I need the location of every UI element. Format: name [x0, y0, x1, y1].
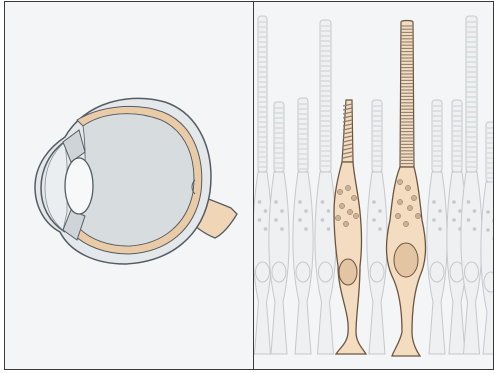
background-granule: [327, 209, 331, 213]
cone-granule: [397, 179, 402, 184]
eye-lens: [65, 158, 93, 214]
background-granule: [486, 210, 490, 214]
background-granule: [452, 200, 456, 204]
background-photoreceptor: [254, 16, 272, 354]
rod-granule: [337, 189, 342, 194]
background-granule: [452, 218, 456, 222]
background-granule: [304, 209, 308, 213]
cone-granule: [395, 213, 400, 218]
rod-granule: [353, 213, 358, 218]
background-cell-body: [293, 172, 313, 354]
background-granule: [473, 227, 477, 231]
background-cells: [254, 16, 494, 354]
rod-granule: [345, 185, 350, 190]
background-granule: [432, 218, 436, 222]
background-outer-segment: [274, 102, 284, 172]
background-photoreceptor: [315, 20, 336, 354]
background-granule: [473, 209, 477, 213]
background-granule: [467, 200, 471, 204]
cone-granule: [397, 199, 402, 204]
background-granule: [432, 200, 436, 204]
cone-granule: [405, 185, 410, 190]
rod-granule: [335, 215, 340, 220]
background-granule: [321, 200, 325, 204]
background-granule: [467, 218, 471, 222]
background-granule: [298, 218, 302, 222]
cone-granule: [407, 205, 412, 210]
rod-granule: [343, 221, 348, 226]
background-granule: [372, 200, 376, 204]
rod-granule: [351, 195, 356, 200]
background-photoreceptor: [481, 122, 494, 354]
background-granule: [274, 218, 278, 222]
cone-granule: [415, 213, 420, 218]
highlighted-cone-cell: [387, 21, 426, 357]
background-granule: [327, 227, 331, 231]
rod-nucleus: [339, 259, 357, 285]
background-cell-body: [367, 172, 387, 354]
background-granule: [378, 227, 382, 231]
background-photoreceptor: [427, 100, 447, 354]
background-cell-body: [427, 172, 447, 354]
background-granule: [378, 209, 382, 213]
background-photoreceptor: [269, 102, 289, 354]
cone-granule: [403, 221, 408, 226]
rod-granule: [339, 203, 344, 208]
cone-granule: [411, 195, 416, 200]
background-granule: [264, 209, 268, 213]
background-granule: [258, 200, 262, 204]
eye-diagram: [5, 2, 255, 370]
background-cell-body: [269, 172, 289, 354]
background-granule: [372, 218, 376, 222]
background-photoreceptor: [367, 100, 387, 354]
background-granule: [438, 227, 442, 231]
background-outer-segment: [466, 16, 477, 172]
background-granule: [258, 218, 262, 222]
background-granule: [280, 209, 284, 213]
background-outer-segment: [258, 16, 267, 172]
background-granule: [280, 227, 284, 231]
background-cell-body: [315, 172, 336, 354]
background-granule: [304, 227, 308, 231]
background-granule: [264, 227, 268, 231]
background-granule: [321, 218, 325, 222]
cone-nucleus: [394, 243, 418, 277]
rod-granule: [347, 209, 352, 214]
background-granule: [438, 209, 442, 213]
highlighted-rod-cell: [334, 100, 366, 354]
background-cell-body: [481, 182, 494, 354]
background-granule: [298, 200, 302, 204]
background-photoreceptor: [461, 16, 482, 354]
eye-panel: [4, 1, 255, 370]
background-cell-body: [461, 172, 482, 354]
background-granule: [274, 200, 278, 204]
background-photoreceptor: [293, 98, 313, 354]
photoreceptor-diagram: [254, 2, 494, 370]
background-granule: [486, 228, 490, 232]
retina-panel: [253, 1, 494, 370]
